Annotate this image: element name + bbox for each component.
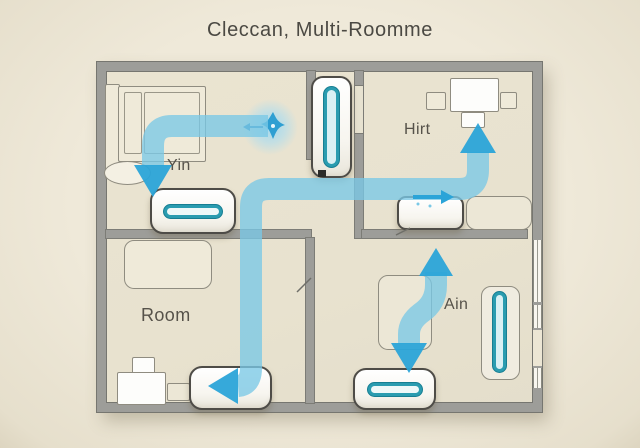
wall-corridor-right (355, 71, 363, 238)
purifier-vent-slot (324, 87, 339, 167)
bed-pillow (124, 92, 142, 154)
room-label-bottom-left: Room (141, 305, 191, 325)
window-right-upper (533, 240, 542, 302)
armchair (378, 275, 432, 350)
cabinet-large (117, 372, 166, 405)
room-label-top-left: Yin (167, 157, 191, 174)
speaker-right (500, 92, 517, 109)
door-opening (355, 85, 363, 134)
ottoman (466, 196, 532, 230)
floorplan (97, 62, 542, 412)
rug-rect (124, 240, 212, 289)
tv-screen (450, 78, 499, 112)
window-right-lower (533, 368, 542, 388)
wall-right-horizontal (362, 230, 527, 238)
rug-oval (104, 161, 151, 185)
speaker-left (426, 92, 446, 110)
stool (167, 383, 190, 401)
purifier-vent-slot (367, 382, 422, 396)
wall-opening-right (533, 330, 542, 366)
purifier-vent-slot (164, 204, 222, 218)
room-label-bottom-right: Ain (444, 296, 469, 313)
diagram-title: Cleccan, Multi-Roomme (207, 19, 433, 41)
air-purifier-corridor (311, 76, 352, 178)
wall-bottom-vertical (306, 238, 314, 403)
wall-left-horizontal (106, 230, 311, 238)
air-purifier-bottom-right (353, 368, 436, 410)
window-right-middle (533, 305, 542, 328)
air-purifier-top-right (397, 196, 464, 230)
air-purifier-top-left (150, 188, 236, 234)
wall-unit-vent-slot (493, 292, 506, 372)
bed-blanket (144, 92, 200, 154)
media-box (461, 112, 485, 128)
device-plug (318, 170, 326, 177)
room-label-top-right: Hirt (404, 121, 431, 138)
air-purifier-bottom-left (189, 366, 272, 410)
